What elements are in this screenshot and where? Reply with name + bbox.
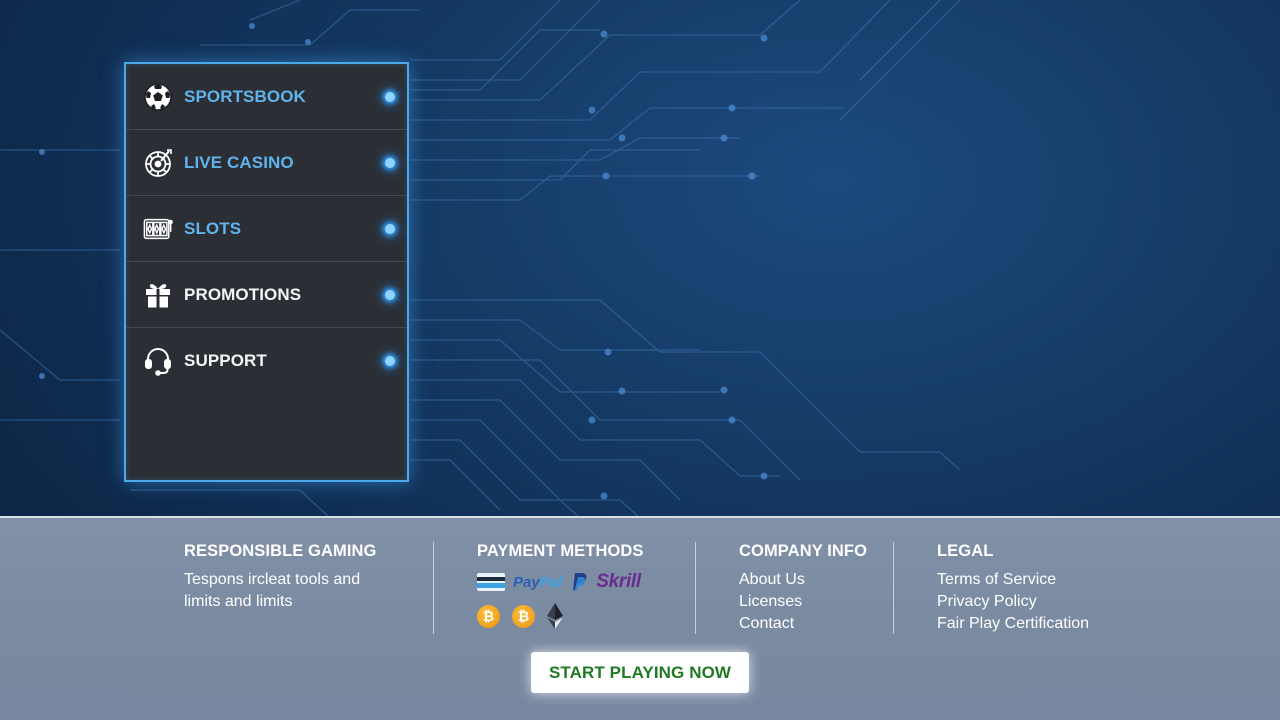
payment-methods-section: PAYMENT METHODS PayPal Skrill ₿ ₿ (477, 542, 644, 629)
menu-item-promotions[interactable]: PROMOTIONS (126, 262, 407, 328)
start-playing-button[interactable]: START PLAYING NOW (531, 652, 749, 693)
divider (695, 542, 696, 634)
status-dot (385, 223, 395, 234)
menu-label-promotions: PROMOTIONS (184, 284, 302, 304)
contact-link[interactable]: Contact (739, 615, 795, 632)
status-dot (385, 91, 395, 102)
responsible-gaming-title: RESPONSIBLE GAMING (184, 542, 377, 560)
fair-play-certification-link[interactable]: Fair Play Certification (937, 615, 1090, 632)
side-menu: SPORTSBOOK LIVE CASINO (124, 62, 409, 482)
menu-label-sportsbook: SPORTSBOOK (184, 86, 306, 106)
company-info-section: COMPANY INFO About Us Licenses Contact (739, 542, 867, 635)
menu-item-slots[interactable]: SLOTS (126, 196, 407, 262)
roulette-icon (142, 147, 174, 179)
credit-card-icon (477, 573, 505, 591)
paypal-p-icon (573, 573, 587, 591)
terms-of-service-link[interactable]: Terms of Service (937, 571, 1057, 588)
ethereum-icon (547, 603, 563, 629)
status-dot (385, 157, 395, 168)
status-dot (385, 356, 395, 366)
menu-item-support[interactable]: SUPPORT (126, 328, 407, 394)
menu-label-slots: SLOTS (184, 218, 242, 238)
responsible-gaming-section: RESPONSIBLE GAMING Tespons ircleat tools… (184, 542, 384, 613)
soccer-ball-icon (142, 81, 174, 113)
menu-item-live-casino[interactable]: LIVE CASINO (126, 130, 407, 196)
slot-machine-icon (142, 213, 174, 245)
responsible-gaming-text: Tespons ircleat tools and limits and lim… (184, 571, 361, 610)
legal-section: LEGAL Terms of Service Privacy Policy Fa… (937, 542, 1089, 635)
company-info-title: COMPANY INFO (739, 542, 868, 560)
legal-title: LEGAL (937, 542, 994, 560)
bitcoin-icon: ₿ (477, 604, 500, 628)
skrill-logo: Skrill (596, 571, 641, 592)
menu-label-live-casino: LIVE CASINO (184, 152, 294, 172)
footer: RESPONSIBLE GAMING Tespons ircleat tools… (0, 516, 1280, 720)
menu-item-sportsbook[interactable]: SPORTSBOOK (126, 64, 407, 130)
licenses-link[interactable]: Licenses (739, 593, 803, 610)
bitcoin-icon: ₿ (512, 604, 535, 628)
divider (433, 542, 434, 634)
menu-label-support: SUPPORT (184, 351, 267, 370)
privacy-policy-link[interactable]: Privacy Policy (937, 593, 1037, 610)
payment-methods-title: PAYMENT METHODS (477, 542, 644, 560)
divider (893, 542, 894, 634)
about-us-link[interactable]: About Us (739, 571, 805, 588)
paypal-logo: PayPal (513, 573, 563, 591)
headset-icon (142, 345, 174, 377)
circuit-background (0, 0, 961, 518)
gift-icon (142, 279, 174, 311)
status-dot (385, 289, 395, 300)
